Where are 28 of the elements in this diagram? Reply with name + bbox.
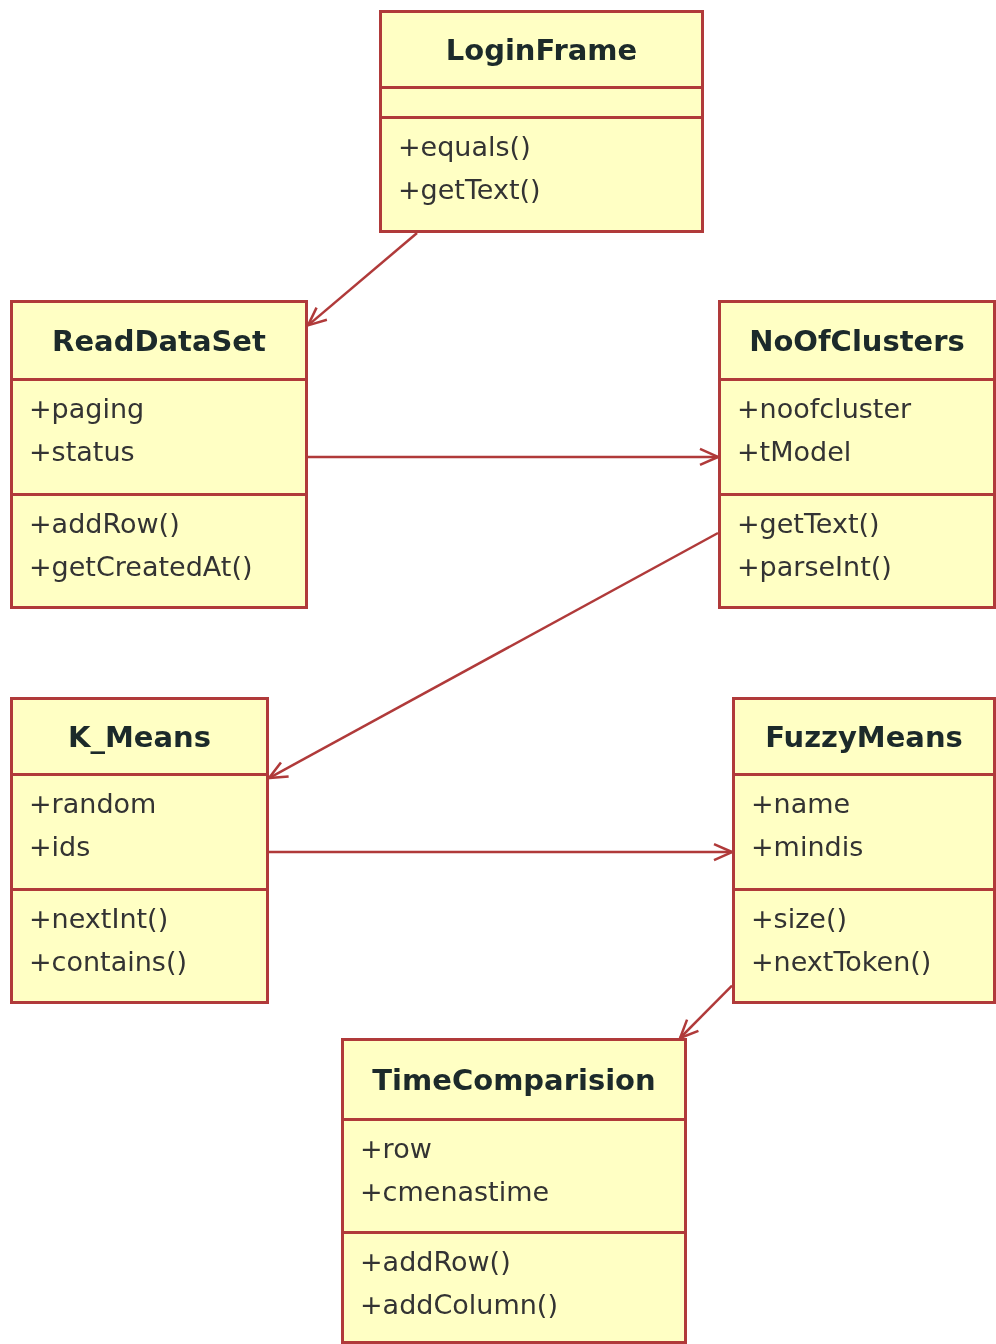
class-box bbox=[379, 10, 704, 233]
attribute-list: +row +cmenastime bbox=[360, 1127, 668, 1213]
class-name: FuzzyMeans bbox=[764, 718, 964, 756]
association-arrow bbox=[678, 984, 733, 1040]
method-list: +addRow() +addColumn() bbox=[360, 1240, 668, 1326]
attribute-list: +paging +status bbox=[29, 387, 289, 473]
method-list: +nextInt() +contains() bbox=[29, 897, 250, 983]
method-list: +addRow() +getCreatedAt() bbox=[29, 502, 289, 588]
class-name: ReadDataSet bbox=[51, 322, 267, 360]
class-name: TimeComparision bbox=[371, 1061, 657, 1099]
method-list: +getText() +parseInt() bbox=[737, 502, 977, 588]
class-box bbox=[718, 300, 996, 609]
attribute-list: +random +ids bbox=[29, 782, 250, 868]
association-arrow bbox=[267, 531, 719, 780]
class-box bbox=[341, 1038, 687, 1344]
class-box bbox=[10, 300, 308, 609]
method-list: +equals() +getText() bbox=[398, 125, 685, 211]
association-arrow bbox=[308, 447, 720, 467]
method-list: +size() +nextToken() bbox=[751, 897, 977, 983]
class-name: LoginFrame bbox=[444, 31, 639, 69]
attribute-list: +noofcluster +tModel bbox=[737, 387, 977, 473]
association-arrow bbox=[269, 842, 734, 862]
attribute-list: +name +mindis bbox=[751, 782, 977, 868]
class-box bbox=[10, 697, 269, 1004]
class-name: K_Means bbox=[67, 718, 212, 756]
class-name: NoOfClusters bbox=[748, 322, 966, 360]
association-arrow bbox=[306, 232, 418, 327]
class-box bbox=[732, 697, 996, 1004]
